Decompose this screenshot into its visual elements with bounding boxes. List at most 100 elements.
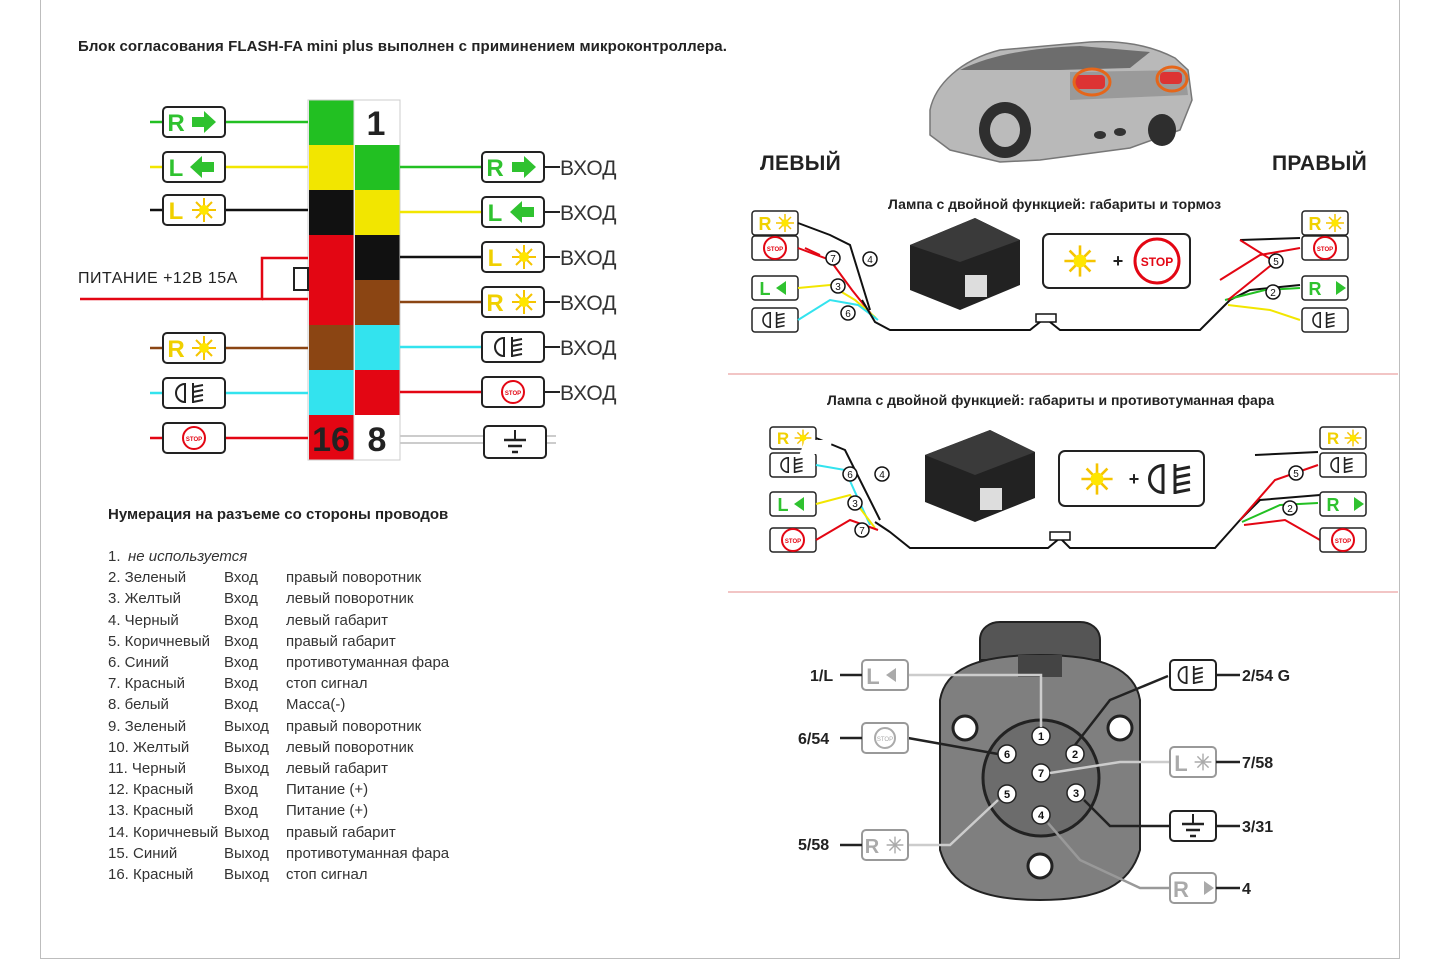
svg-text:R: R bbox=[1309, 214, 1322, 234]
pin-6: 6 bbox=[1004, 749, 1010, 761]
icon-box-r-arrow-left: R bbox=[162, 106, 226, 138]
pin-1: 1 bbox=[1038, 731, 1044, 743]
connector-cell-left bbox=[309, 280, 354, 325]
row-direction: Выход bbox=[224, 866, 269, 883]
right-icons-2: R R bbox=[1319, 426, 1367, 553]
row-wire: 9. Зеленый bbox=[108, 717, 187, 735]
connector-cell-left bbox=[309, 100, 354, 145]
socket-icon-4: R bbox=[1169, 872, 1217, 904]
row-direction: Вход bbox=[224, 569, 258, 587]
row-description: правый поворотник bbox=[286, 717, 422, 735]
svg-text:R: R bbox=[759, 214, 772, 234]
lamp1-title: Лампа с двойной функцией: габариты и тор… bbox=[888, 196, 1222, 212]
svg-text:R: R bbox=[486, 290, 503, 317]
row-description: левый габарит bbox=[286, 611, 389, 629]
connector-cell-right bbox=[355, 370, 400, 415]
row-description: правый габарит bbox=[286, 632, 396, 650]
page-title: Блок согласования FLASH-FA mini plus вып… bbox=[78, 38, 728, 55]
pin-label-1: 1 bbox=[367, 105, 386, 143]
row-wire: 10. Желтый bbox=[108, 738, 190, 756]
wiring-diagram-2: R L 6 4 3 7 5 2 bbox=[769, 426, 1367, 553]
socket-label-4: 4 bbox=[1242, 881, 1251, 898]
svg-text:L: L bbox=[1174, 751, 1187, 776]
row-direction: Выход bbox=[224, 823, 269, 841]
wire-numbers-2: 6 4 3 7 5 2 bbox=[842, 465, 1304, 538]
row-description: противотуманная фара bbox=[286, 654, 450, 671]
svg-text:R: R bbox=[777, 429, 789, 448]
icon-box-stop-left bbox=[162, 422, 226, 454]
svg-text:4: 4 bbox=[879, 470, 885, 481]
row-description: правый поворотник bbox=[286, 569, 422, 587]
input-label-4: ВХОД bbox=[560, 292, 617, 315]
row-direction: Выход bbox=[224, 760, 269, 777]
control-module-1 bbox=[861, 218, 1020, 310]
svg-text:3: 3 bbox=[852, 499, 858, 510]
icon-box-l-arrow-right: L bbox=[481, 196, 545, 228]
row-direction: Выход bbox=[224, 844, 269, 862]
connector-grid: 1 16 8 bbox=[307, 99, 401, 461]
row-direction: Вход bbox=[224, 590, 258, 608]
trailer-socket: 1 2 3 4 5 6 7 L STOP R bbox=[798, 621, 1290, 904]
socket-icon-758: L bbox=[1169, 746, 1217, 778]
connector-cell-left bbox=[309, 190, 354, 235]
input-label-1: ВХОД bbox=[560, 157, 617, 180]
icon-box-fog-left bbox=[162, 377, 226, 409]
icon-box-stop-right bbox=[481, 376, 545, 408]
socket-icon-558: R bbox=[861, 829, 909, 861]
input-label-3: ВХОД bbox=[560, 247, 617, 270]
socket-label-558: 5/58 bbox=[798, 837, 829, 854]
connector-cell-right bbox=[355, 235, 400, 280]
svg-text:3: 3 bbox=[835, 282, 841, 293]
fuse bbox=[293, 267, 309, 291]
pin-label-16: 16 bbox=[312, 421, 350, 459]
svg-text:L: L bbox=[866, 664, 879, 689]
row-direction: Вход bbox=[224, 802, 258, 820]
svg-text:L: L bbox=[488, 245, 503, 272]
connector-cell-right bbox=[355, 280, 400, 325]
socket-label-654: 6/54 bbox=[798, 731, 829, 748]
row-wire: 11. Черный bbox=[108, 760, 187, 777]
control-module-2 bbox=[799, 430, 1035, 522]
svg-text:R: R bbox=[865, 836, 880, 858]
icon-box-ground-right bbox=[483, 425, 547, 459]
socket-label-1l: 1/L bbox=[810, 668, 833, 685]
svg-text:2: 2 bbox=[1270, 288, 1276, 299]
wire-power-1 bbox=[80, 256, 308, 301]
wire-numbers-1: 7 4 3 6 5 2 bbox=[825, 250, 1284, 321]
svg-text:L: L bbox=[488, 200, 503, 227]
svg-text:5: 5 bbox=[1273, 257, 1279, 268]
row-wire: 4. Черный bbox=[108, 611, 179, 629]
svg-text:R: R bbox=[486, 155, 503, 182]
row-description: стоп сигнал bbox=[286, 866, 368, 883]
row-description: стоп сигнал bbox=[286, 675, 368, 693]
row-wire: 16. Красный bbox=[108, 866, 194, 883]
row-description: левый габарит bbox=[286, 760, 389, 777]
row-wire: 15. Синий bbox=[108, 844, 178, 862]
icon-box-r-arrow-right: R bbox=[481, 151, 545, 183]
socket-label-254: 2/54 G bbox=[1242, 668, 1290, 685]
svg-text:L: L bbox=[778, 495, 789, 515]
connector-cell-left bbox=[309, 325, 354, 370]
connector-cell-right bbox=[355, 100, 400, 145]
connector-cell-right bbox=[355, 190, 400, 235]
lamp2-title: Лампа с двойной функцией: габариты и про… bbox=[827, 392, 1275, 408]
svg-text:7: 7 bbox=[830, 254, 836, 265]
icon-box-l-light-left: L bbox=[162, 194, 226, 226]
right-side-label: ПРАВЫЙ bbox=[1272, 152, 1368, 175]
svg-text:STOP: STOP bbox=[1141, 255, 1173, 269]
connector-cell-left bbox=[309, 370, 354, 415]
row-direction: Вход bbox=[224, 781, 258, 799]
socket-label-331: 3/31 bbox=[1242, 819, 1273, 836]
svg-text:R: R bbox=[1327, 495, 1340, 515]
row-direction: Выход bbox=[224, 738, 269, 756]
svg-text:R: R bbox=[1327, 429, 1339, 448]
svg-text:6: 6 bbox=[845, 309, 851, 320]
svg-text:2: 2 bbox=[1287, 504, 1293, 515]
row-wire: 2. Зеленый bbox=[108, 569, 187, 587]
connector-cell-right bbox=[355, 325, 400, 370]
svg-text:L: L bbox=[169, 155, 184, 182]
input-label-6: ВХОД bbox=[560, 382, 617, 405]
row-direction: Вход bbox=[224, 654, 258, 671]
row-wire: 14. Коричневый bbox=[108, 823, 219, 841]
